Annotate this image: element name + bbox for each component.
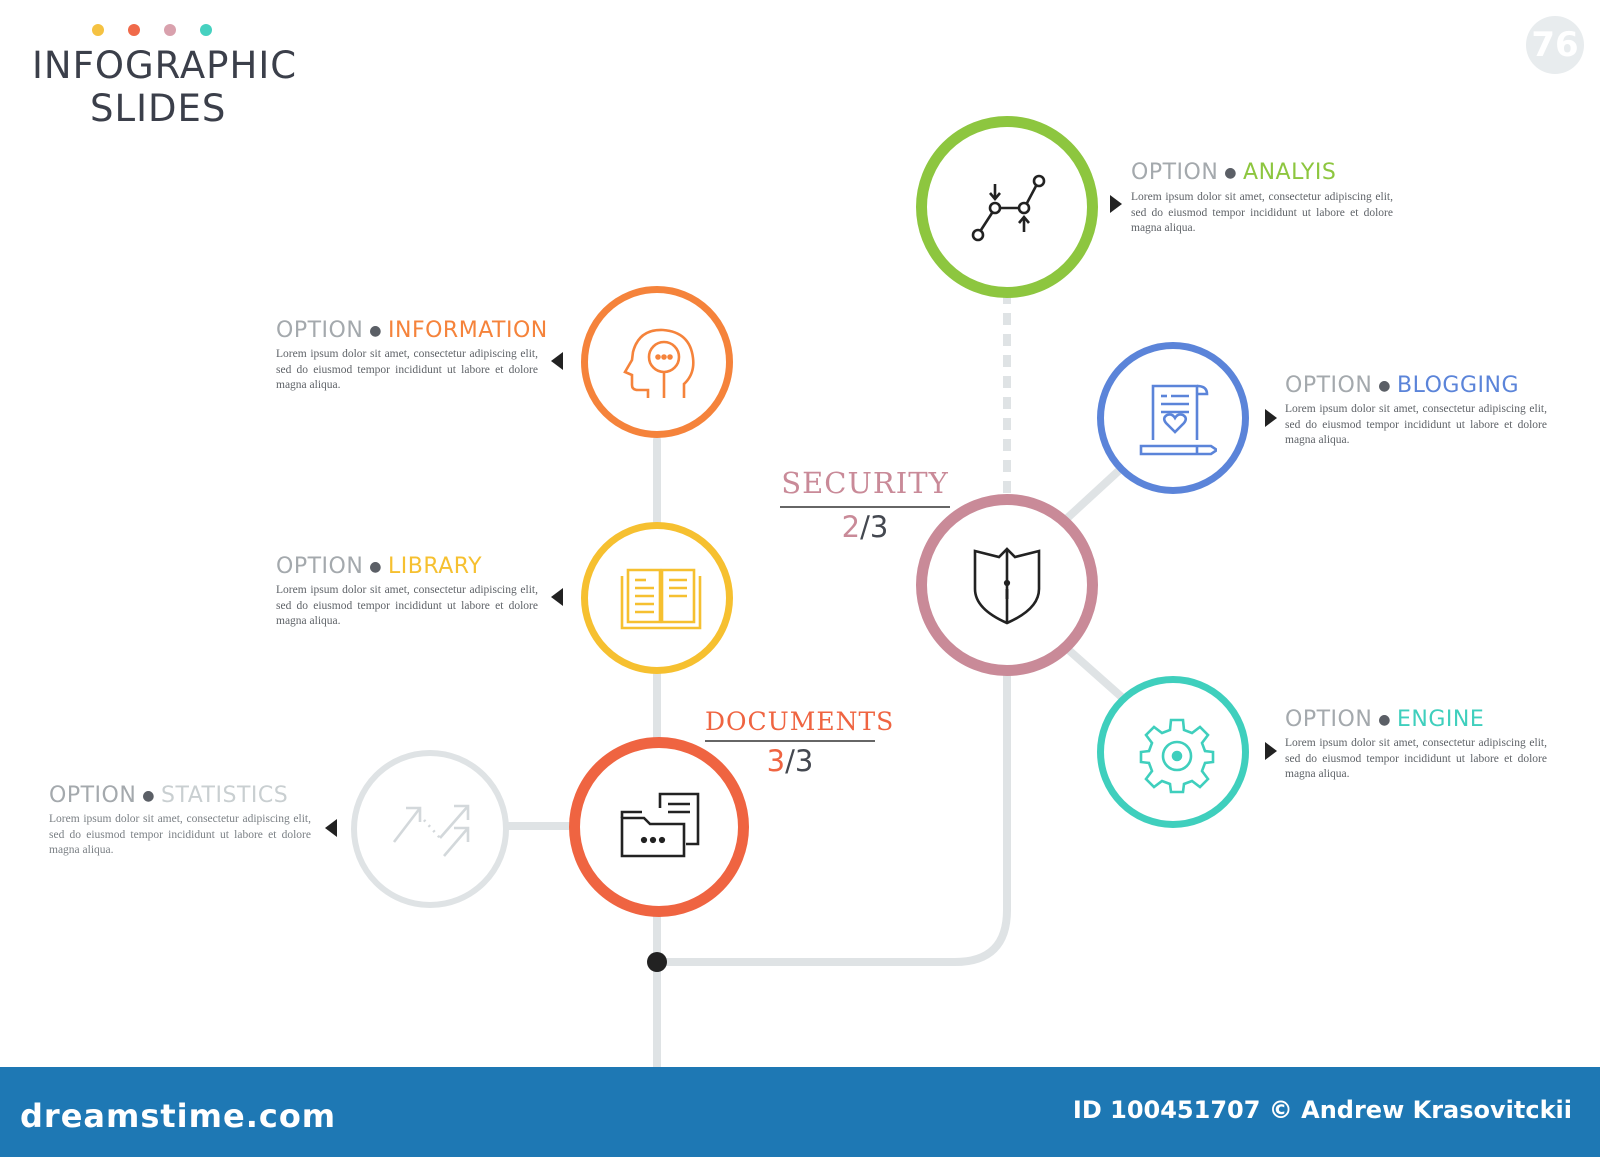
line-chart-icon (971, 174, 1046, 242)
documents-label-underline (705, 740, 875, 742)
security-fraction-current: 2 (841, 510, 861, 544)
blogging-description: Lorem ipsum dolor sit amet, consectetur … (1285, 403, 1547, 446)
open-book-icon (620, 568, 702, 630)
statistics-heading: OPTION●STATISTICS (49, 783, 289, 808)
trend-arrows-icon (392, 804, 470, 857)
arrow-information (551, 352, 563, 370)
engine-description: Lorem ipsum dolor sit amet, consectetur … (1285, 737, 1547, 780)
engine-option-word: OPTION (1285, 707, 1373, 732)
information-option-word: OPTION (276, 318, 364, 343)
header-dot-1 (92, 24, 104, 36)
arrow-engine (1265, 742, 1277, 760)
analysis-circle[interactable] (916, 116, 1098, 298)
gear-icon (1139, 718, 1215, 794)
security-fraction-total: /3 (860, 510, 889, 544)
arrow-analysis (1110, 195, 1122, 213)
pointer-arrows (325, 195, 1277, 837)
blogging-heading: OPTION●BLOGGING (1285, 373, 1519, 398)
engine-heading: OPTION●ENGINE (1285, 707, 1485, 732)
information-heading: OPTION●INFORMATION (276, 318, 548, 343)
connector-security-engine (1059, 641, 1129, 704)
information-name: INFORMATION (388, 318, 548, 343)
footer-brand[interactable]: dreamstime.com (20, 1097, 337, 1135)
arrow-statistics (325, 819, 337, 837)
engine-name: ENGINE (1397, 707, 1485, 732)
information-circle[interactable] (581, 286, 733, 438)
shield-icon (973, 547, 1041, 625)
documents-label: DOCUMENTS (705, 707, 895, 736)
arrow-library (551, 588, 563, 606)
folder-documents-icon (620, 792, 700, 858)
engine-circle[interactable] (1097, 676, 1249, 828)
analysis-description: Lorem ipsum dolor sit amet, consectetur … (1131, 191, 1393, 234)
page-number-badge: 76 (1526, 16, 1584, 74)
statistics-circle[interactable] (351, 750, 509, 908)
header-dot-3 (164, 24, 176, 36)
analysis-option-word: OPTION (1131, 160, 1219, 185)
blogging-option-word: OPTION (1285, 373, 1373, 398)
analysis-heading: OPTION●ANALYIS (1131, 160, 1337, 185)
head-idea-icon (623, 328, 695, 398)
security-label: SECURITY (781, 466, 949, 500)
arrow-blogging (1265, 409, 1277, 427)
documents-fraction: 3/3 (705, 744, 875, 778)
statistics-name: STATISTICS (161, 783, 289, 808)
title-line-2: SLIDES (90, 87, 227, 130)
information-description: Lorem ipsum dolor sit amet, consectetur … (276, 348, 538, 391)
footer-bar (0, 1067, 1600, 1157)
library-name: LIBRARY (388, 554, 483, 579)
security-circle[interactable] (916, 494, 1098, 676)
trunk-junction-dot (647, 952, 667, 972)
footer-credit: ID 100451707 © Andrew Krasovitckii (1072, 1096, 1572, 1124)
connector-trunk-security (653, 668, 1011, 966)
library-option-word: OPTION (276, 554, 364, 579)
blogging-circle[interactable] (1097, 342, 1249, 494)
documents-circle[interactable] (569, 737, 749, 917)
security-label-underline (780, 506, 950, 508)
library-circle[interactable] (581, 522, 733, 674)
header-dot-4 (200, 24, 212, 36)
security-fraction: 2/3 (780, 510, 950, 544)
header-dot-2 (128, 24, 140, 36)
analysis-name: ANALYIS (1243, 160, 1337, 185)
statistics-option-word: OPTION (49, 783, 137, 808)
connector-security-blogging (1059, 461, 1129, 526)
documents-fraction-total: /3 (785, 744, 814, 778)
library-description: Lorem ipsum dolor sit amet, consectetur … (276, 584, 538, 627)
statistics-description: Lorem ipsum dolor sit amet, consectetur … (49, 813, 311, 856)
document-heart-icon (1139, 384, 1217, 456)
title-line-1: INFOGRAPHIC (32, 44, 298, 87)
documents-fraction-current: 3 (766, 744, 786, 778)
library-heading: OPTION●LIBRARY (276, 554, 483, 579)
blogging-name: BLOGGING (1397, 373, 1519, 398)
